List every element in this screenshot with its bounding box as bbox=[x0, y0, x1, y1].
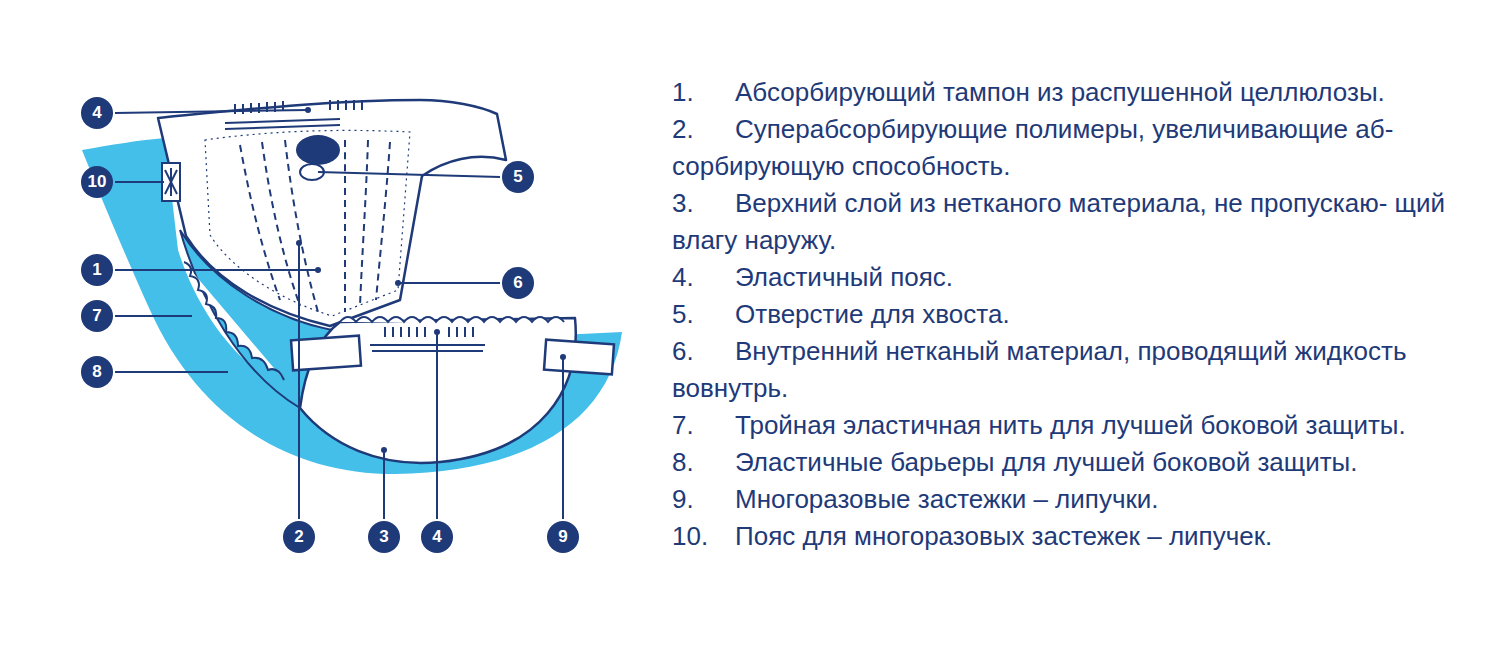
list-item: 8.Эластичные барьеры для лучшей боковой … bbox=[672, 444, 1490, 481]
callout-number: 1 bbox=[81, 254, 113, 286]
callout-circle-fill bbox=[502, 267, 534, 299]
callout-number: 9 bbox=[547, 521, 579, 553]
elastic-ruffle bbox=[184, 262, 284, 380]
item-number: 1. bbox=[672, 74, 735, 111]
callout-text: 9 bbox=[558, 527, 567, 547]
parts-list: 1.Абсорбирующий тампон из распушенной це… bbox=[672, 74, 1490, 555]
callout-circle-fill bbox=[81, 254, 113, 286]
item-description: Абсорбирующий тампон из распушенной целл… bbox=[735, 77, 1385, 107]
callout-text: 8 bbox=[92, 362, 101, 382]
callout-circle-fill bbox=[502, 161, 534, 193]
callout-text: 6 bbox=[513, 273, 522, 293]
callout-circle-fill bbox=[368, 521, 400, 553]
callout-text: 5 bbox=[513, 167, 522, 187]
item-description: Многоразовые застежки – липучки. bbox=[735, 484, 1159, 514]
callout-circle-fill bbox=[81, 356, 113, 388]
item-description: Эластичные барьеры для лучшей боковой за… bbox=[735, 447, 1358, 477]
item-number: 2. bbox=[672, 111, 735, 148]
item-number: 6. bbox=[672, 333, 735, 370]
front-waist-frill bbox=[340, 317, 564, 322]
list-item: 7.Тройная эластичная нить для лучшей бок… bbox=[672, 407, 1490, 444]
item-description: Верхний слой из нетканого материала, не … bbox=[672, 188, 1445, 255]
list-item: 3.Верхний слой из нетканого материала, н… bbox=[672, 185, 1490, 259]
front-waistband bbox=[370, 327, 485, 351]
item-number: 5. bbox=[672, 296, 735, 333]
list-item: 4.Эластичный пояс. bbox=[672, 259, 1490, 296]
fastening-strip bbox=[162, 163, 180, 201]
callout-text: 7 bbox=[92, 306, 101, 326]
item-number: 3. bbox=[672, 185, 735, 222]
callout-number: 4 bbox=[421, 521, 453, 553]
leader-lines bbox=[115, 110, 563, 519]
item-description: Пояс для многоразовых застежек – липучек… bbox=[735, 521, 1272, 551]
list-item: 10.Пояс для многоразовых застежек – липу… bbox=[672, 518, 1490, 555]
callout-number: 10 bbox=[81, 166, 113, 198]
callout-text: 4 bbox=[92, 103, 101, 123]
list-item: 6.Внутренний нетканый материал, проводящ… bbox=[672, 333, 1490, 407]
list-item: 1.Абсорбирующий тампон из распушенной це… bbox=[672, 74, 1490, 111]
callout-circle-fill bbox=[81, 166, 113, 198]
pad-stitching bbox=[240, 140, 390, 312]
leader-dots bbox=[296, 107, 566, 453]
callout-number: 5 bbox=[502, 161, 534, 193]
item-number: 7. bbox=[672, 407, 735, 444]
item-description: Эластичный пояс. bbox=[735, 262, 953, 292]
callout-text: 10 bbox=[88, 172, 107, 192]
callout-number: 3 bbox=[368, 521, 400, 553]
strip-pattern bbox=[165, 168, 177, 196]
callout-circle-fill bbox=[547, 521, 579, 553]
list-item: 9.Многоразовые застежки – липучки. bbox=[672, 481, 1490, 518]
callout-number: 2 bbox=[283, 521, 315, 553]
callout-text: 2 bbox=[294, 527, 303, 547]
back-waistband bbox=[225, 100, 362, 129]
callout-text: 1 bbox=[92, 260, 101, 280]
callout-circle-fill bbox=[81, 97, 113, 129]
callout-text: 4 bbox=[432, 527, 441, 547]
item-number: 8. bbox=[672, 444, 735, 481]
callout-circle-fill bbox=[283, 521, 315, 553]
callout-number: 7 bbox=[81, 300, 113, 332]
callout-circle-fill bbox=[421, 521, 453, 553]
callout-number: 6 bbox=[502, 267, 534, 299]
fastening-tab bbox=[544, 340, 614, 375]
fastening-tab bbox=[291, 336, 361, 371]
callout-circle-fill bbox=[81, 300, 113, 332]
list-item: 5.Отверстие для хвоста. bbox=[672, 296, 1490, 333]
item-description: Внутренний нетканый материал, проводящий… bbox=[672, 336, 1406, 403]
item-number: 4. bbox=[672, 259, 735, 296]
callout-number: 8 bbox=[81, 356, 113, 388]
list-item: 2.Суперабсорбирующие полимеры, увеличива… bbox=[672, 111, 1490, 185]
callout-number: 4 bbox=[81, 97, 113, 129]
tail-hole bbox=[296, 135, 340, 165]
item-number: 10. bbox=[672, 518, 735, 555]
item-description: Отверстие для хвоста. bbox=[735, 299, 1010, 329]
item-description: Тройная эластичная нить для лучшей боков… bbox=[735, 410, 1406, 440]
item-description: Суперабсорбирующие полимеры, увеличивающ… bbox=[672, 114, 1393, 181]
item-number: 9. bbox=[672, 481, 735, 518]
callout-text: 3 bbox=[379, 527, 388, 547]
